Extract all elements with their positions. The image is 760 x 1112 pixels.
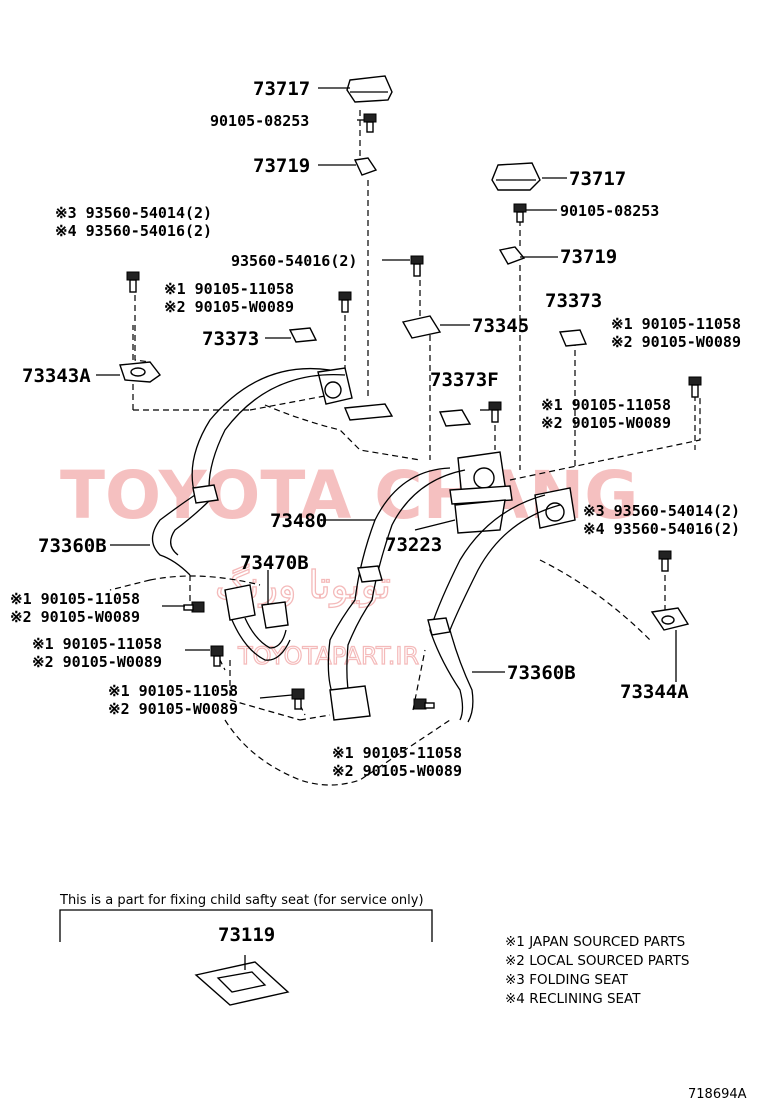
label-m2-90105-W0089-f: ※2 90105-W0089 — [108, 700, 238, 718]
label-73360B-left: 73360B — [38, 535, 107, 557]
label-73373F: 73373F — [430, 369, 499, 391]
trim-pad-center — [343, 403, 394, 421]
cover-cap-right — [491, 162, 541, 191]
part-shapes — [119, 75, 702, 1006]
child-seat-anchor-73119 — [194, 961, 290, 1006]
label-73373-right: 73373 — [545, 290, 602, 312]
anchor-plate-top — [353, 157, 378, 176]
bolt-93560-center — [410, 255, 424, 277]
label-73470B: 73470B — [240, 552, 309, 574]
label-73360B-right: 73360B — [507, 662, 576, 684]
label-73719-top: 73719 — [253, 155, 310, 177]
bolt-90105-a — [338, 291, 352, 313]
legend-item-4: ※4 RECLINING SEAT — [505, 991, 641, 1007]
bolt-top — [363, 113, 377, 133]
anchor-plate-right — [498, 246, 526, 265]
label-m3-93560-54014-left: ※3 93560-54014(2) — [55, 204, 212, 222]
label-m1-90105-11058-g: ※1 90105-11058 — [332, 744, 462, 762]
label-73223: 73223 — [385, 534, 442, 556]
label-73719-right: 73719 — [560, 246, 617, 268]
bolt-right — [513, 203, 527, 223]
label-m1-90105-11058-f: ※1 90105-11058 — [108, 682, 238, 700]
plate-73373F — [438, 409, 472, 427]
legend-item-3: ※3 FOLDING SEAT — [505, 972, 629, 988]
bolt-90105-d — [183, 601, 205, 613]
plate-73373-left — [288, 327, 318, 343]
cover-cap-top — [346, 75, 393, 103]
bolt-90105-f — [291, 688, 305, 710]
label-m1-90105-11058-a: ※1 90105-11058 — [164, 280, 294, 298]
legend-item-2: ※2 LOCAL SOURCED PARTS — [505, 953, 690, 969]
label-m2-90105-W0089-b: ※2 90105-W0089 — [611, 333, 741, 351]
child-seat-caption: This is a part for fixing child safty se… — [59, 893, 424, 908]
child-seat-box: This is a part for fixing child safty se… — [59, 893, 433, 946]
label-73717-right: 73717 — [569, 168, 626, 190]
diagram-id: 718694A — [688, 1087, 747, 1102]
label-90105-08253-right: 90105-08253 — [560, 202, 659, 220]
legend: ※1 JAPAN SOURCED PARTS ※2 LOCAL SOURCED … — [505, 934, 690, 1007]
label-73119: 73119 — [218, 924, 275, 946]
label-73344A: 73344A — [620, 681, 689, 703]
label-m2-90105-W0089-c: ※2 90105-W0089 — [541, 414, 671, 432]
label-m4-93560-54016-left: ※4 93560-54016(2) — [55, 222, 212, 240]
label-m3-93560-54014-right: ※3 93560-54014(2) — [583, 502, 740, 520]
bolt-90105-b — [688, 376, 702, 398]
bolt-90105-g — [413, 698, 435, 710]
label-m2-90105-W0089-d: ※2 90105-W0089 — [10, 608, 140, 626]
bracket-73345 — [401, 315, 442, 339]
bolt-93560-left — [126, 271, 140, 293]
plate-73373-right — [558, 329, 588, 347]
leader-lines — [96, 87, 677, 970]
bolt-93560-right — [658, 550, 672, 572]
label-m1-90105-11058-d: ※1 90105-11058 — [10, 590, 140, 608]
label-m1-90105-11058-b: ※1 90105-11058 — [611, 315, 741, 333]
label-73373-left: 73373 — [202, 328, 259, 350]
label-m1-90105-11058-c: ※1 90105-11058 — [541, 396, 671, 414]
label-73717-top: 73717 — [253, 78, 310, 100]
label-73480: 73480 — [270, 510, 327, 532]
label-73345: 73345 — [472, 315, 529, 337]
webbing-center-73480 — [327, 467, 451, 701]
buckle-73470B — [224, 584, 256, 621]
legend-item-1: ※1 JAPAN SOURCED PARTS — [505, 934, 685, 950]
bolt-90105-c — [488, 401, 502, 423]
label-93560-54016-center: 93560-54016(2) — [231, 252, 357, 270]
label-m4-93560-54016-right: ※4 93560-54016(2) — [583, 520, 740, 538]
label-m2-90105-W0089-g: ※2 90105-W0089 — [332, 762, 462, 780]
label-m2-90105-W0089-e: ※2 90105-W0089 — [32, 653, 162, 671]
label-m1-90105-11058-e: ※1 90105-11058 — [32, 635, 162, 653]
bolt-90105-e — [210, 645, 224, 667]
label-73343A: 73343A — [22, 365, 91, 387]
label-90105-08253-top: 90105-08253 — [210, 112, 309, 130]
label-m2-90105-W0089-a: ※2 90105-W0089 — [164, 298, 294, 316]
webbing-left — [151, 367, 331, 576]
part-labels: 73717 90105-08253 73719 73717 90105-0825… — [10, 78, 741, 780]
